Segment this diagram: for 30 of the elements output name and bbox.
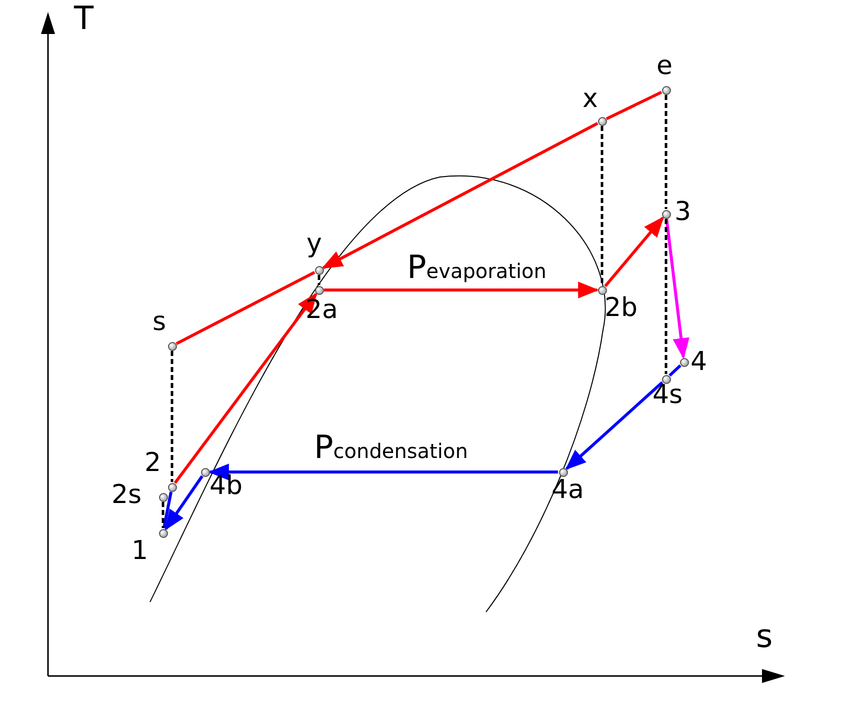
axis-label: T [74,2,94,34]
point-label: 4a [552,476,584,502]
point-label: 2b [604,294,638,320]
point-label: 2a [306,296,338,322]
point-label: 3 [674,198,692,224]
point-label: e [656,52,672,78]
process-arrow [174,292,318,484]
point-label: 2s [112,482,142,508]
process-arrow [604,216,664,288]
dashed-line [664,219,668,374]
point-label: 4b [210,472,243,498]
axis-label: s [756,620,773,652]
dashed-line [170,351,174,482]
dashed-line [600,126,604,285]
point-label: 2 [144,450,162,476]
dashed-line [664,95,668,209]
point-label: 1 [132,538,148,564]
point-label: s [152,308,166,334]
process-arrow [665,218,690,360]
dashed-line [318,275,320,285]
dashed-line [162,502,164,528]
process-arrow [164,475,204,531]
point-label: 4 [690,348,708,374]
process-arrow [208,464,558,480]
process-arrow [565,381,664,470]
process-arrow [322,122,598,269]
point-label: 4s [652,382,683,408]
point-label: y [306,230,322,256]
point-label: x [582,86,598,112]
process-arrow [324,282,600,298]
